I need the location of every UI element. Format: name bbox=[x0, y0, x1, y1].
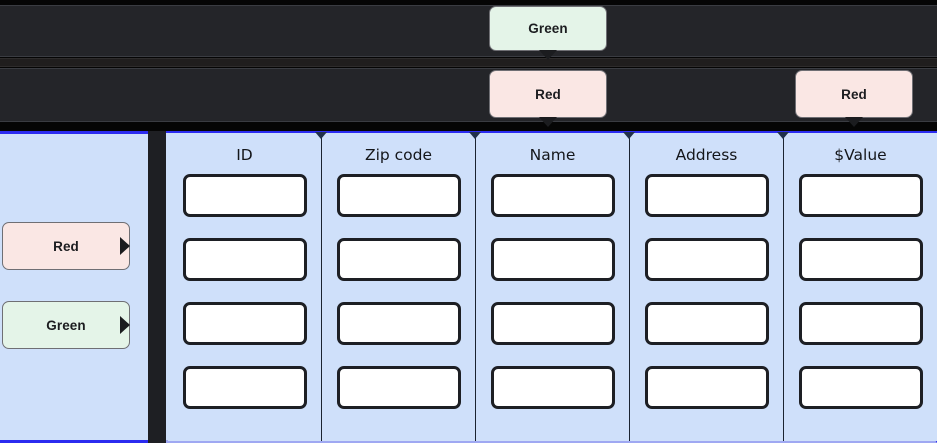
column-value[interactable]: $Value bbox=[777, 132, 937, 441]
column-header-value: $Value bbox=[834, 146, 887, 164]
cell-input[interactable] bbox=[336, 174, 461, 217]
cell-input[interactable] bbox=[336, 366, 461, 409]
cell-input[interactable] bbox=[182, 174, 307, 217]
callout-label: Red bbox=[535, 86, 561, 102]
callout-arrow-right-icon bbox=[120, 237, 139, 255]
column-address[interactable]: Address bbox=[623, 132, 783, 441]
column-id[interactable]: ID bbox=[168, 133, 321, 441]
cell-input[interactable] bbox=[182, 302, 307, 345]
cell-input[interactable] bbox=[644, 174, 769, 217]
column-resize-marker-icon[interactable] bbox=[315, 132, 327, 139]
callout-label: Green bbox=[46, 317, 86, 333]
callout-red-left-panel[interactable]: Red bbox=[2, 222, 130, 270]
cell-input[interactable] bbox=[336, 302, 461, 345]
dark-row-top bbox=[0, 5, 937, 57]
dark-row-middle bbox=[0, 58, 937, 67]
column-name[interactable]: Name bbox=[469, 132, 629, 441]
callout-label: Red bbox=[53, 238, 79, 254]
cell-input[interactable] bbox=[644, 302, 769, 345]
cell-input[interactable] bbox=[644, 366, 769, 409]
cell-input[interactable] bbox=[490, 366, 615, 409]
callout-green-top[interactable]: Green bbox=[489, 6, 607, 60]
callout-arrow-down-icon bbox=[845, 117, 863, 127]
callout-label: Red bbox=[841, 86, 867, 102]
callout-arrow-right-icon bbox=[120, 316, 139, 334]
column-resize-marker-icon[interactable] bbox=[623, 132, 635, 139]
cell-input[interactable] bbox=[182, 238, 307, 281]
dark-row-bottom bbox=[0, 68, 937, 122]
callout-red-value-column[interactable]: Red bbox=[795, 70, 913, 127]
column-list: ID Zip code Name Address bbox=[168, 132, 937, 441]
cell-input[interactable] bbox=[490, 238, 615, 281]
callout-arrow-down-icon bbox=[539, 117, 557, 127]
callout-red-name-column[interactable]: Red bbox=[489, 70, 607, 127]
column-resize-marker-icon[interactable] bbox=[469, 132, 481, 139]
cell-input[interactable] bbox=[798, 238, 923, 281]
cell-input[interactable] bbox=[644, 238, 769, 281]
left-side-panel bbox=[0, 131, 148, 443]
callout-green-left-panel[interactable]: Green bbox=[2, 301, 130, 349]
cell-input[interactable] bbox=[182, 366, 307, 409]
column-header-name: Name bbox=[529, 146, 576, 164]
callout-label: Green bbox=[528, 21, 568, 36]
cell-input[interactable] bbox=[798, 302, 923, 345]
dark-toolbar-area bbox=[0, 0, 937, 131]
cell-input[interactable] bbox=[490, 174, 615, 217]
column-zip-code[interactable]: Zip code bbox=[315, 132, 475, 441]
column-header-address: Address bbox=[675, 146, 738, 164]
panel-divider-gap bbox=[148, 131, 166, 443]
cell-input[interactable] bbox=[336, 238, 461, 281]
column-resize-marker-icon[interactable] bbox=[777, 132, 789, 139]
callout-arrow-down-icon bbox=[539, 50, 557, 60]
column-header-zip-code: Zip code bbox=[364, 146, 433, 164]
column-header-id: ID bbox=[236, 146, 253, 164]
cell-input[interactable] bbox=[490, 302, 615, 345]
cell-input[interactable] bbox=[798, 366, 923, 409]
cell-input[interactable] bbox=[798, 174, 923, 217]
